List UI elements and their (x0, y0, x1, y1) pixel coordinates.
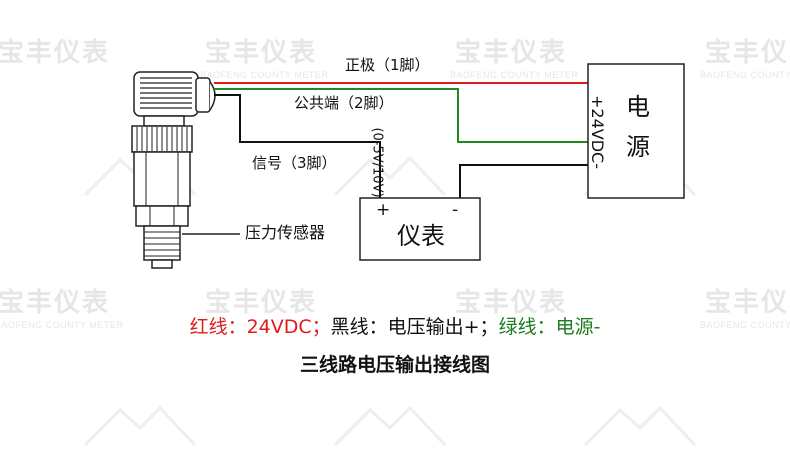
watermark-sub: BAOFENG COUNTY METER (700, 70, 790, 80)
pressure-sensor-label: 压力传感器 (245, 223, 326, 242)
mountain-icon (333, 405, 447, 447)
meter-box (359, 197, 481, 261)
watermark-brand: 宝丰仪表 (455, 38, 568, 68)
voltage-range-label: (0-5V/10V) (369, 127, 385, 198)
power-title-line2: 源 (626, 133, 650, 161)
watermark-sub: BAOFENG COUNTY METER (450, 70, 579, 80)
mountain-icon (583, 405, 697, 447)
signal-wire-label: 信号（3脚） (252, 154, 337, 172)
diagram-caption: 三线路电压输出接线图 (299, 354, 490, 376)
mountain-icon (83, 405, 197, 447)
power-title-line1: 电 (626, 93, 650, 121)
legend-black: 黑线：电压输出+； (330, 316, 499, 338)
black-signal-wire (214, 94, 381, 198)
watermark-brand: 宝丰仪表 (455, 288, 568, 318)
watermark-brand: 宝丰仪表 (205, 288, 318, 318)
black-return-wire (459, 164, 588, 198)
power-supply-box (587, 63, 685, 199)
watermark-brand: 宝丰仪表 (705, 288, 790, 318)
meter-title: 仪表 (397, 222, 445, 250)
wire-color-legend: 红线：24VDC；黑线：电压输出+；绿线：电源- (0, 318, 790, 337)
power-voltage-label: +24VDC- (587, 95, 607, 169)
pressure-sensor-icon (131, 71, 216, 269)
watermark-brand: 宝丰仪表 (0, 288, 111, 318)
legend-red: 红线：24VDC； (189, 316, 331, 338)
mountain-icon (333, 155, 447, 197)
watermark-sub: BAOFENG COUNTY METER (0, 320, 124, 330)
green-wire (214, 88, 588, 143)
watermark-sub: BAOFENG COUNTY METER (700, 320, 790, 330)
watermark-brand: 宝丰仪表 (0, 38, 111, 68)
watermark-brand: 宝丰仪表 (705, 38, 790, 68)
common-wire-label: 公共端（2脚） (294, 94, 394, 112)
watermark-brand: 宝丰仪表 (205, 38, 318, 68)
meter-plus-label: + (376, 200, 391, 220)
positive-wire-label: 正极（1脚） (345, 56, 430, 74)
legend-green: 绿线：电源- (498, 316, 601, 338)
watermark-sub: BAOFENG COUNTY METER (200, 70, 329, 80)
meter-minus-label: - (452, 200, 459, 220)
